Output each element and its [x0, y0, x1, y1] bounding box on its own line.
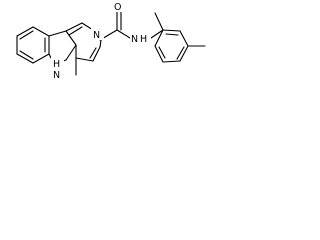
bond — [162, 29, 181, 32]
bond — [16, 26, 34, 37]
indole-hydrogen-label: H — [53, 59, 60, 70]
amide-hydrogen-label: H — [140, 34, 147, 45]
bond — [65, 22, 83, 32]
amide-nitrogen-label: N — [131, 34, 138, 45]
pyridine-nitrogen-label: N — [93, 30, 100, 41]
bond — [92, 46, 101, 62]
bond — [48, 30, 67, 37]
bond — [176, 46, 185, 60]
bond — [116, 29, 131, 39]
bond — [99, 39, 102, 48]
bond — [65, 44, 77, 61]
label-background — [112, 0, 126, 12]
bond — [154, 45, 164, 63]
bond — [75, 57, 94, 62]
bond — [68, 26, 83, 36]
bond — [19, 30, 34, 40]
bond — [150, 29, 164, 39]
bond — [154, 12, 164, 31]
label-background — [130, 32, 151, 44]
indole-nitrogen-label: N — [53, 70, 60, 81]
bond — [19, 50, 34, 60]
bond — [179, 30, 189, 47]
atom-label-layer: O N N H H N — [51, 0, 151, 81]
bond — [65, 30, 77, 46]
bond — [165, 33, 179, 36]
chemical-structure-diagram: O N N H H N — [16, 0, 206, 81]
bond — [16, 53, 34, 64]
label-background — [51, 57, 64, 81]
bond — [32, 53, 50, 64]
bond — [32, 26, 50, 37]
carbonyl-oxygen-label: O — [114, 2, 121, 13]
label-background — [91, 28, 104, 40]
bond — [89, 47, 97, 59]
bond-layer — [16, 9, 206, 76]
bond — [154, 29, 164, 47]
bond — [179, 45, 189, 62]
bond — [48, 53, 52, 59]
bond — [162, 60, 181, 63]
bond — [158, 46, 166, 59]
